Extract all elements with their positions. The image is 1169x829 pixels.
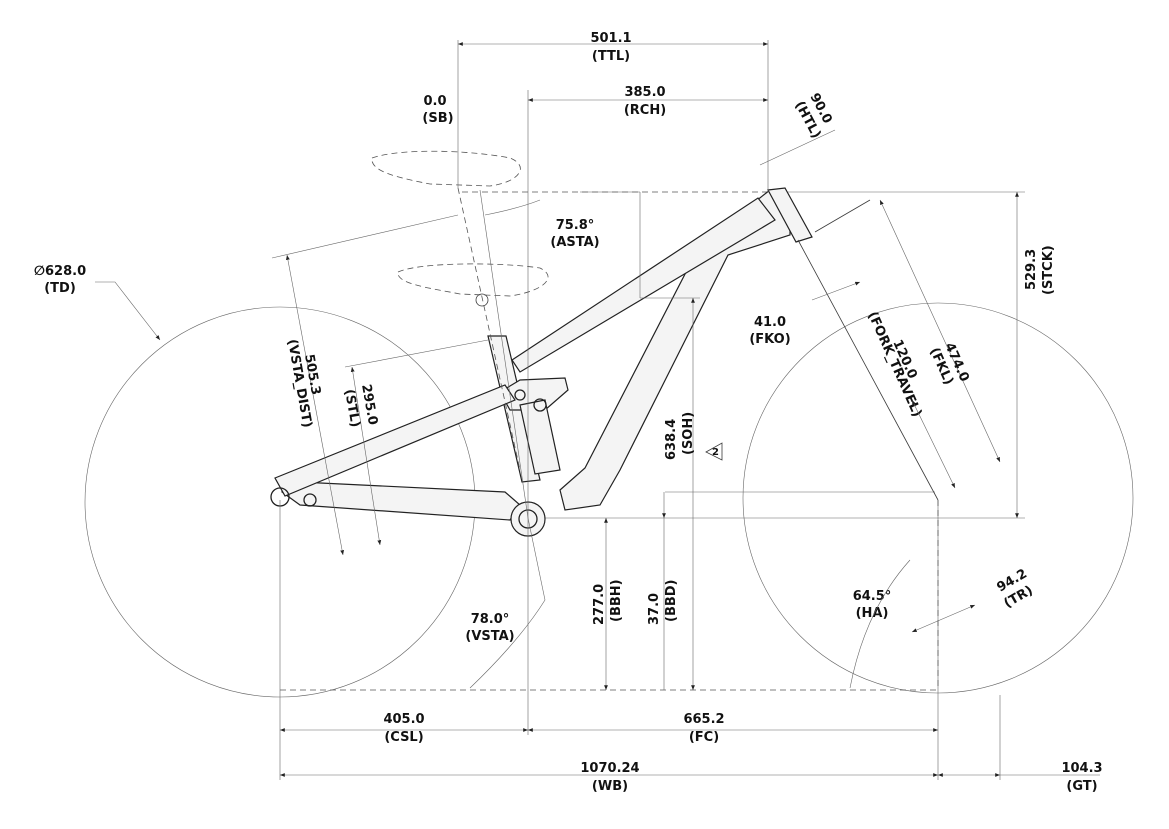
saddle-high: [371, 150, 521, 187]
note-number: 2: [712, 447, 719, 458]
htl-leader: [759, 129, 836, 166]
shock-mount: [514, 389, 526, 401]
ttl-value: 501.1: [590, 31, 631, 46]
rch-code: (RCH): [624, 103, 666, 118]
soh-code: (SOH): [681, 412, 696, 455]
fork-travel-dimension: [911, 399, 956, 489]
wb-value: 1070.24: [580, 761, 639, 776]
vsta-code: (VSTA): [465, 629, 514, 644]
asta-code: (ASTA): [550, 235, 599, 250]
fc-value: 665.2: [683, 712, 724, 727]
stl-code: (STL): [341, 388, 362, 428]
fkl-dimension: [879, 199, 1001, 463]
stl-extension: [344, 339, 489, 368]
stl-value: 295.0: [358, 383, 380, 426]
td-value: ∅628.0: [34, 264, 86, 279]
head-tube: [767, 187, 813, 243]
saddle-low: [397, 263, 549, 297]
vsta-dist-value: 505.3: [301, 353, 323, 396]
vsta-line: [527, 517, 546, 601]
asta-line: [479, 189, 529, 519]
vsta-value: 78.0°: [471, 612, 510, 627]
stl-dimension: [350, 366, 382, 546]
vsta-arc: [469, 599, 546, 689]
vsta-dist-extension: [271, 214, 459, 259]
ha-arc: [849, 559, 911, 689]
ha-value: 64.5°: [853, 589, 892, 604]
rocker-pivot: [533, 398, 547, 412]
seatpost-clamp-low: [475, 293, 489, 307]
asta-value: 75.8°: [556, 218, 595, 233]
td-leader: [95, 281, 161, 341]
bbh-code: (BBH): [609, 579, 624, 622]
chainstay: [280, 481, 521, 521]
sb-code: (SB): [422, 111, 453, 126]
bbd-code: (BBD): [664, 580, 679, 623]
fko-value: 41.0: [754, 315, 786, 330]
rch-value: 385.0: [624, 85, 665, 100]
shock: [519, 399, 561, 475]
rocker-link: [499, 377, 569, 411]
fko-dimension: [811, 281, 861, 301]
stck-code: (STCK): [1041, 245, 1056, 295]
csl-code: (CSL): [384, 730, 423, 745]
gt-code: (GT): [1066, 779, 1097, 794]
fork-upper: [814, 199, 871, 233]
soh-value: 638.4: [664, 419, 679, 460]
note-triangle: [705, 442, 723, 461]
vsta-dist-dimension: [285, 254, 345, 556]
wb-code: (WB): [592, 779, 628, 794]
seatpost: [457, 187, 521, 471]
ttl-code: (TTL): [592, 49, 630, 64]
bbd-value: 37.0: [647, 593, 662, 625]
fko-code: (FKO): [749, 332, 790, 347]
fc-code: (FC): [689, 730, 719, 745]
asta-arc: [484, 199, 541, 216]
td-code: (TD): [44, 281, 76, 296]
tr-dimension: [911, 604, 976, 633]
ha-code: (HA): [856, 606, 889, 621]
gt-value: 104.3: [1061, 761, 1102, 776]
csl-value: 405.0: [383, 712, 424, 727]
bbh-value: 277.0: [592, 584, 607, 625]
stck-value: 529.3: [1024, 249, 1039, 290]
top-tube: [511, 197, 776, 373]
sb-value: 0.0: [423, 94, 446, 109]
